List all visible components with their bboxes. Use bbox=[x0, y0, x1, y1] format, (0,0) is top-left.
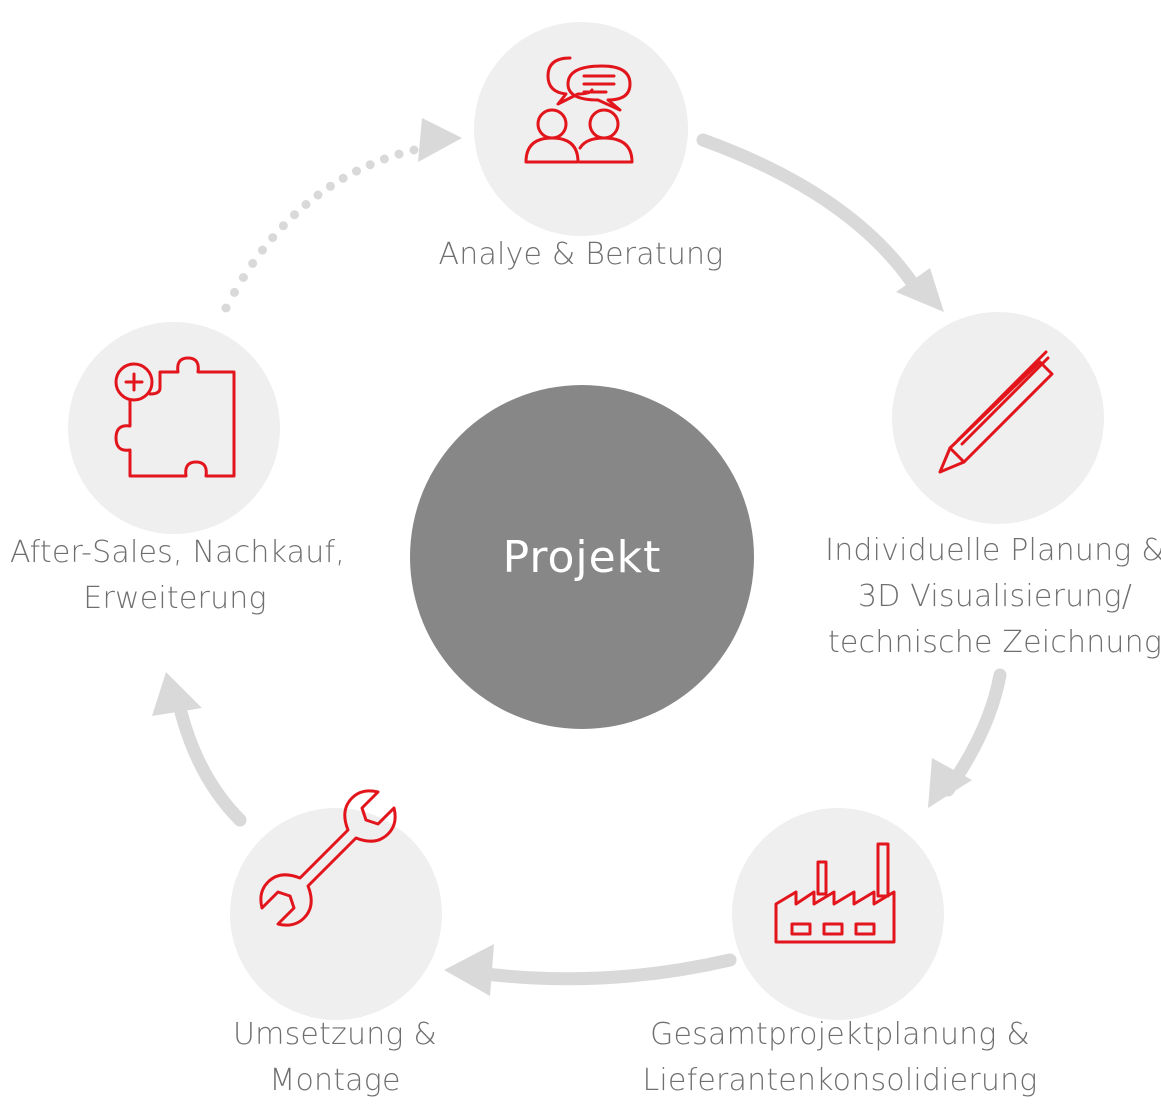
arrow-gesamt-to-umsetzung bbox=[463, 953, 737, 986]
dot bbox=[258, 245, 267, 255]
arrow-analyse-to-planung bbox=[696, 133, 924, 297]
label-planung: Individuelle Planung & 3D Visualisierung… bbox=[820, 528, 1161, 666]
dot bbox=[365, 160, 375, 170]
puzzle-plus-icon bbox=[114, 356, 236, 478]
dot bbox=[313, 190, 323, 200]
node-planung bbox=[892, 312, 1104, 524]
label-gesamtprojektplanung: Gesamtprojektplanung & Lieferantenkonsol… bbox=[640, 1012, 1040, 1104]
dot bbox=[268, 233, 278, 243]
arrowhead-umsetzung bbox=[444, 944, 494, 996]
dot bbox=[325, 181, 335, 191]
dot bbox=[230, 287, 239, 297]
wrench-icon bbox=[259, 789, 397, 927]
factory-icon bbox=[774, 842, 896, 944]
label-analyse-beratung: Analye & Beratung bbox=[380, 232, 782, 278]
label-line: Lieferantenkonsolidierung bbox=[642, 1063, 1038, 1098]
node-analyse-beratung bbox=[474, 22, 688, 236]
label-line: Gesamtprojektplanung & bbox=[650, 1017, 1030, 1052]
dot bbox=[301, 200, 311, 209]
arrow-umsetzung-to-aftersales bbox=[171, 693, 247, 827]
label-line: Analye & Beratung bbox=[438, 237, 724, 272]
label-line: technische Zeichnung bbox=[827, 625, 1161, 660]
arrowhead-aftersales bbox=[152, 672, 202, 716]
arrowhead-planung bbox=[896, 268, 944, 312]
dot bbox=[352, 166, 361, 176]
label-line: Umsetzung & bbox=[233, 1017, 437, 1052]
center-label: Projekt bbox=[502, 531, 662, 583]
label-line: Montage bbox=[269, 1063, 401, 1098]
node-gesamtprojektplanung bbox=[732, 808, 944, 1020]
dot bbox=[379, 154, 389, 164]
center-project-circle: Projekt bbox=[410, 385, 754, 729]
dot bbox=[394, 149, 404, 159]
pencil-icon bbox=[938, 350, 1054, 474]
dot bbox=[278, 221, 288, 231]
dot bbox=[338, 173, 348, 183]
dot bbox=[221, 303, 231, 313]
label-line: Individuelle Planung & bbox=[825, 533, 1161, 568]
node-after-sales bbox=[68, 322, 280, 534]
label-line: After-Sales, Nachkauf, bbox=[10, 535, 345, 570]
dot bbox=[248, 258, 258, 268]
label-line: Erweiterung bbox=[83, 581, 267, 616]
dot bbox=[290, 210, 299, 220]
label-after-sales: After-Sales, Nachkauf, Erweiterung bbox=[10, 530, 345, 622]
dot bbox=[238, 273, 248, 282]
label-umsetzung: Umsetzung & Montage bbox=[180, 1012, 490, 1104]
arrowhead-gesamt bbox=[928, 758, 972, 808]
arrowhead-analyse bbox=[418, 118, 462, 162]
dotted-arrow-aftersales-to-analyse bbox=[221, 145, 419, 313]
label-line: 3D Visualisierung/ bbox=[857, 579, 1133, 614]
dot bbox=[409, 145, 419, 155]
conversation-icon bbox=[524, 56, 634, 164]
